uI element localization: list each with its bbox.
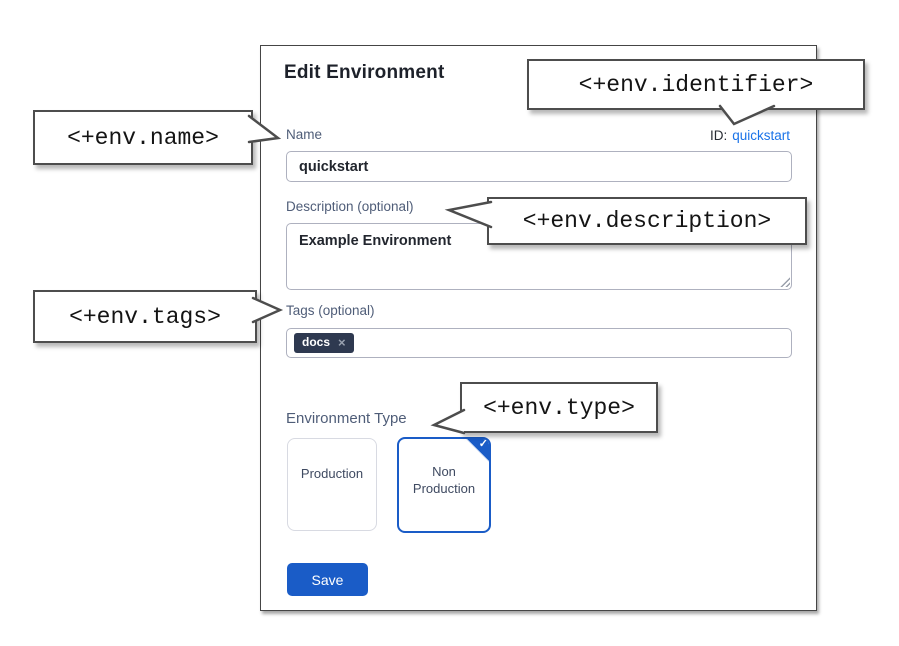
callout-text: <+env.name> (67, 124, 219, 151)
dialog-title: Edit Environment (284, 62, 445, 83)
callout-env-tags: <+env.tags> (33, 290, 284, 343)
id-value-link[interactable]: quickstart (732, 128, 790, 143)
tag-chip: docs × (294, 332, 354, 354)
save-button[interactable]: Save (287, 563, 368, 596)
tags-input[interactable]: docs × (286, 328, 792, 358)
callout-env-type: <+env.type> (430, 382, 658, 435)
callout-text: <+env.description> (522, 208, 772, 234)
env-type-card-label: Non Production (412, 464, 476, 496)
env-type-card-non-production[interactable]: Non Production ✓ (397, 437, 491, 533)
edit-environment-dialog: Edit Environment Name ID: quickstart Des… (260, 45, 817, 611)
env-type-card-production[interactable]: Production (287, 438, 377, 531)
callout-env-name: <+env.name> (33, 110, 282, 165)
textarea-resize-handle-icon[interactable] (779, 276, 790, 287)
name-label: Name (286, 127, 323, 142)
description-label: Description (optional) (286, 199, 414, 214)
name-input[interactable] (286, 151, 792, 182)
callout-pointer (430, 408, 466, 435)
selected-corner-badge: ✓ (464, 438, 489, 464)
tag-chip-label: docs (302, 334, 331, 349)
callout-pointer (251, 296, 284, 324)
check-icon: ✓ (478, 438, 488, 450)
environment-type-label: Environment Type (286, 410, 407, 427)
callout-text: <+env.tags> (69, 303, 221, 330)
callout-pointer (718, 104, 776, 126)
callout-env-identifier: <+env.identifier> (527, 59, 865, 126)
id-prefix-label: ID: (709, 128, 728, 143)
callout-pointer (247, 114, 282, 144)
environment-id-line: ID: quickstart (710, 128, 790, 143)
callout-pointer (444, 200, 493, 229)
env-type-card-label: Production (300, 466, 364, 481)
tag-remove-icon[interactable]: × (338, 335, 346, 350)
tags-label: Tags (optional) (286, 303, 375, 318)
callout-text: <+env.type> (483, 394, 635, 421)
callout-text: <+env.identifier> (578, 71, 814, 98)
callout-env-description: <+env.description> (444, 197, 807, 245)
